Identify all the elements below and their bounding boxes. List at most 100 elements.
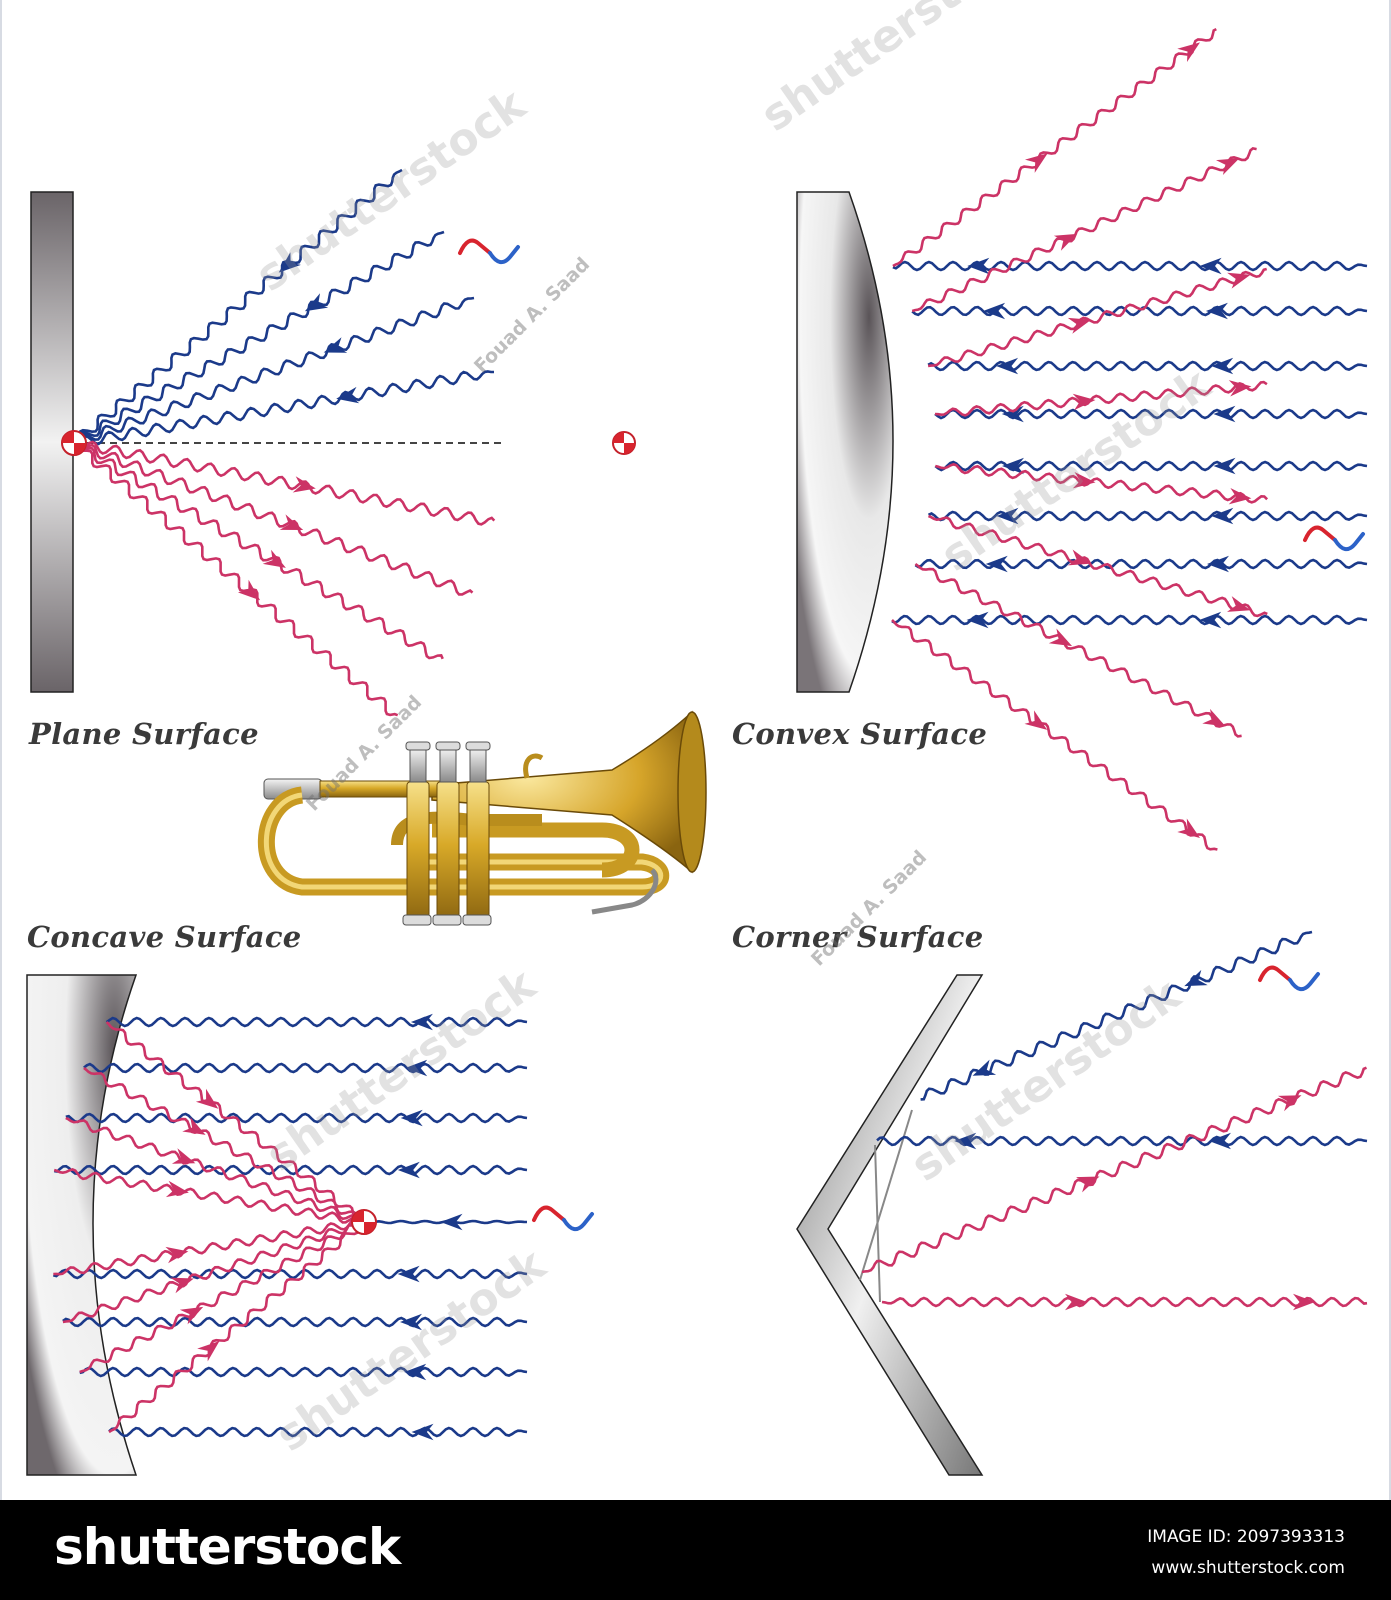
incident-ray: [79, 1366, 528, 1378]
incident-arrowhead: [1199, 257, 1222, 275]
reflected-ray: [891, 619, 1218, 851]
incident-arrowhead: [1199, 611, 1222, 629]
incident-arrowhead: [400, 1109, 423, 1127]
reflected-arrowhead: [1216, 158, 1240, 175]
incident-arrowhead: [1211, 357, 1234, 375]
reflected-arrowhead: [179, 1306, 204, 1325]
incident-arrowhead: [1213, 405, 1236, 423]
incident-arrowhead: [278, 252, 301, 273]
reflected-arrowhead: [1065, 1293, 1087, 1311]
reflected-arrowhead: [1072, 393, 1096, 411]
incident-ray: [54, 1164, 528, 1176]
incident-arrowhead: [1205, 302, 1228, 320]
plane-surface-label: Plane Surface: [29, 717, 259, 751]
diagram-canvas: Plane Surface Convex Surface Concave Sur…: [0, 0, 1391, 1500]
shutterstock-logo: shutterstock: [54, 1518, 401, 1576]
reflected-arrowhead: [165, 1246, 189, 1264]
wave-symbol-icon: [458, 238, 520, 265]
reflected-ray: [108, 1219, 364, 1434]
incident-ray: [108, 1426, 528, 1438]
reflected-arrowhead: [1177, 818, 1200, 838]
reflected-arrowhead: [1202, 708, 1226, 727]
sound-rays: [52, 27, 1368, 1441]
reflected-ray: [73, 440, 496, 526]
corner-surface-label: Corner Surface: [732, 920, 984, 954]
incident-ray: [892, 260, 1368, 272]
reflected-ray: [927, 514, 1268, 618]
incident-arrowhead: [410, 1013, 433, 1031]
convex-reflector: [796, 191, 894, 693]
reflected-ray: [72, 442, 399, 717]
incident-arrowhead: [985, 555, 1008, 573]
reflected-arrowhead: [1076, 1176, 1100, 1193]
incident-arrowhead: [397, 1265, 420, 1283]
corner-reflector: [796, 974, 984, 1476]
incident-ray: [62, 1316, 528, 1328]
reflected-arrowhead: [1072, 472, 1096, 489]
incident-arrowhead: [1213, 457, 1236, 475]
incident-ray: [74, 230, 445, 446]
incident-arrowhead: [1001, 405, 1024, 423]
reflected-arrowhead: [1177, 42, 1200, 62]
incident-arrowhead: [336, 386, 360, 404]
reflected-ray: [881, 1296, 1368, 1308]
reflected-ray: [53, 1168, 365, 1224]
incident-arrowhead: [954, 1132, 977, 1150]
incident-arrowhead: [1002, 457, 1024, 475]
concave-reflector: [26, 974, 138, 1476]
reflected-arrowhead: [1228, 380, 1252, 397]
reflected-arrowhead: [1228, 488, 1252, 505]
incident-arrowhead: [967, 257, 990, 275]
reflected-arrowhead: [197, 1341, 220, 1362]
source-markers: [61, 238, 1365, 1235]
image-id-label: IMAGE ID: 2097393313: [1147, 1527, 1345, 1547]
incident-arrowhead: [983, 302, 1006, 320]
incident-arrowhead: [304, 293, 329, 312]
reflected-ray: [892, 27, 1217, 268]
incident-arrowhead: [1207, 555, 1229, 573]
reflected-ray: [83, 1066, 364, 1225]
reflected-arrowhead: [1024, 710, 1048, 730]
reflected-arrowhead: [170, 1277, 194, 1294]
incident-arrowhead: [1209, 1132, 1231, 1150]
reflected-ray: [911, 147, 1257, 313]
reflected-arrowhead: [171, 1148, 196, 1164]
incident-ray: [891, 614, 1368, 626]
reflection-diagram: [26, 27, 1368, 1476]
incident-arrowhead: [1184, 969, 1208, 987]
incident-ray: [914, 558, 1368, 570]
reflected-ray: [934, 380, 1268, 417]
incident-ray: [83, 1062, 528, 1074]
incident-arrowhead: [411, 1423, 434, 1441]
sound-source-icon: [61, 430, 87, 456]
incident-ray: [74, 296, 475, 446]
reflected-arrowhead: [237, 579, 261, 601]
incident-ray: [927, 360, 1368, 372]
reflected-arrowhead: [262, 549, 286, 568]
reflected-arrowhead: [292, 476, 316, 493]
reflected-arrowhead: [1067, 317, 1092, 334]
reflected-arrowhead: [1025, 153, 1048, 173]
incident-ray: [65, 1112, 528, 1124]
incident-arrowhead: [400, 1313, 422, 1331]
incident-ray: [927, 510, 1368, 522]
reflected-arrowhead: [1278, 1095, 1302, 1112]
reflected-arrowhead: [1293, 1293, 1315, 1311]
incident-arrowhead: [996, 507, 1019, 525]
reflected-ray: [935, 462, 1269, 504]
incident-ray: [74, 168, 403, 446]
wave-symbol-icon: [1258, 965, 1320, 992]
incident-ray: [911, 305, 1368, 317]
incident-arrowhead: [972, 1059, 997, 1076]
footer-bar: shutterstock IMAGE ID: 2097393313 www.sh…: [0, 1500, 1391, 1600]
wave-symbol-icon: [1303, 525, 1365, 552]
reflected-arrowhead: [1227, 272, 1251, 289]
incident-arrowhead: [1211, 507, 1234, 525]
incident-ray: [73, 370, 494, 447]
reflected-ray: [73, 442, 444, 660]
reflected-arrowhead: [195, 1088, 219, 1109]
reflected-ray: [79, 1222, 366, 1374]
reflected-arrowhead: [1067, 549, 1092, 566]
reflected-ray: [65, 1116, 365, 1225]
focal-point-icon: [351, 1209, 377, 1235]
